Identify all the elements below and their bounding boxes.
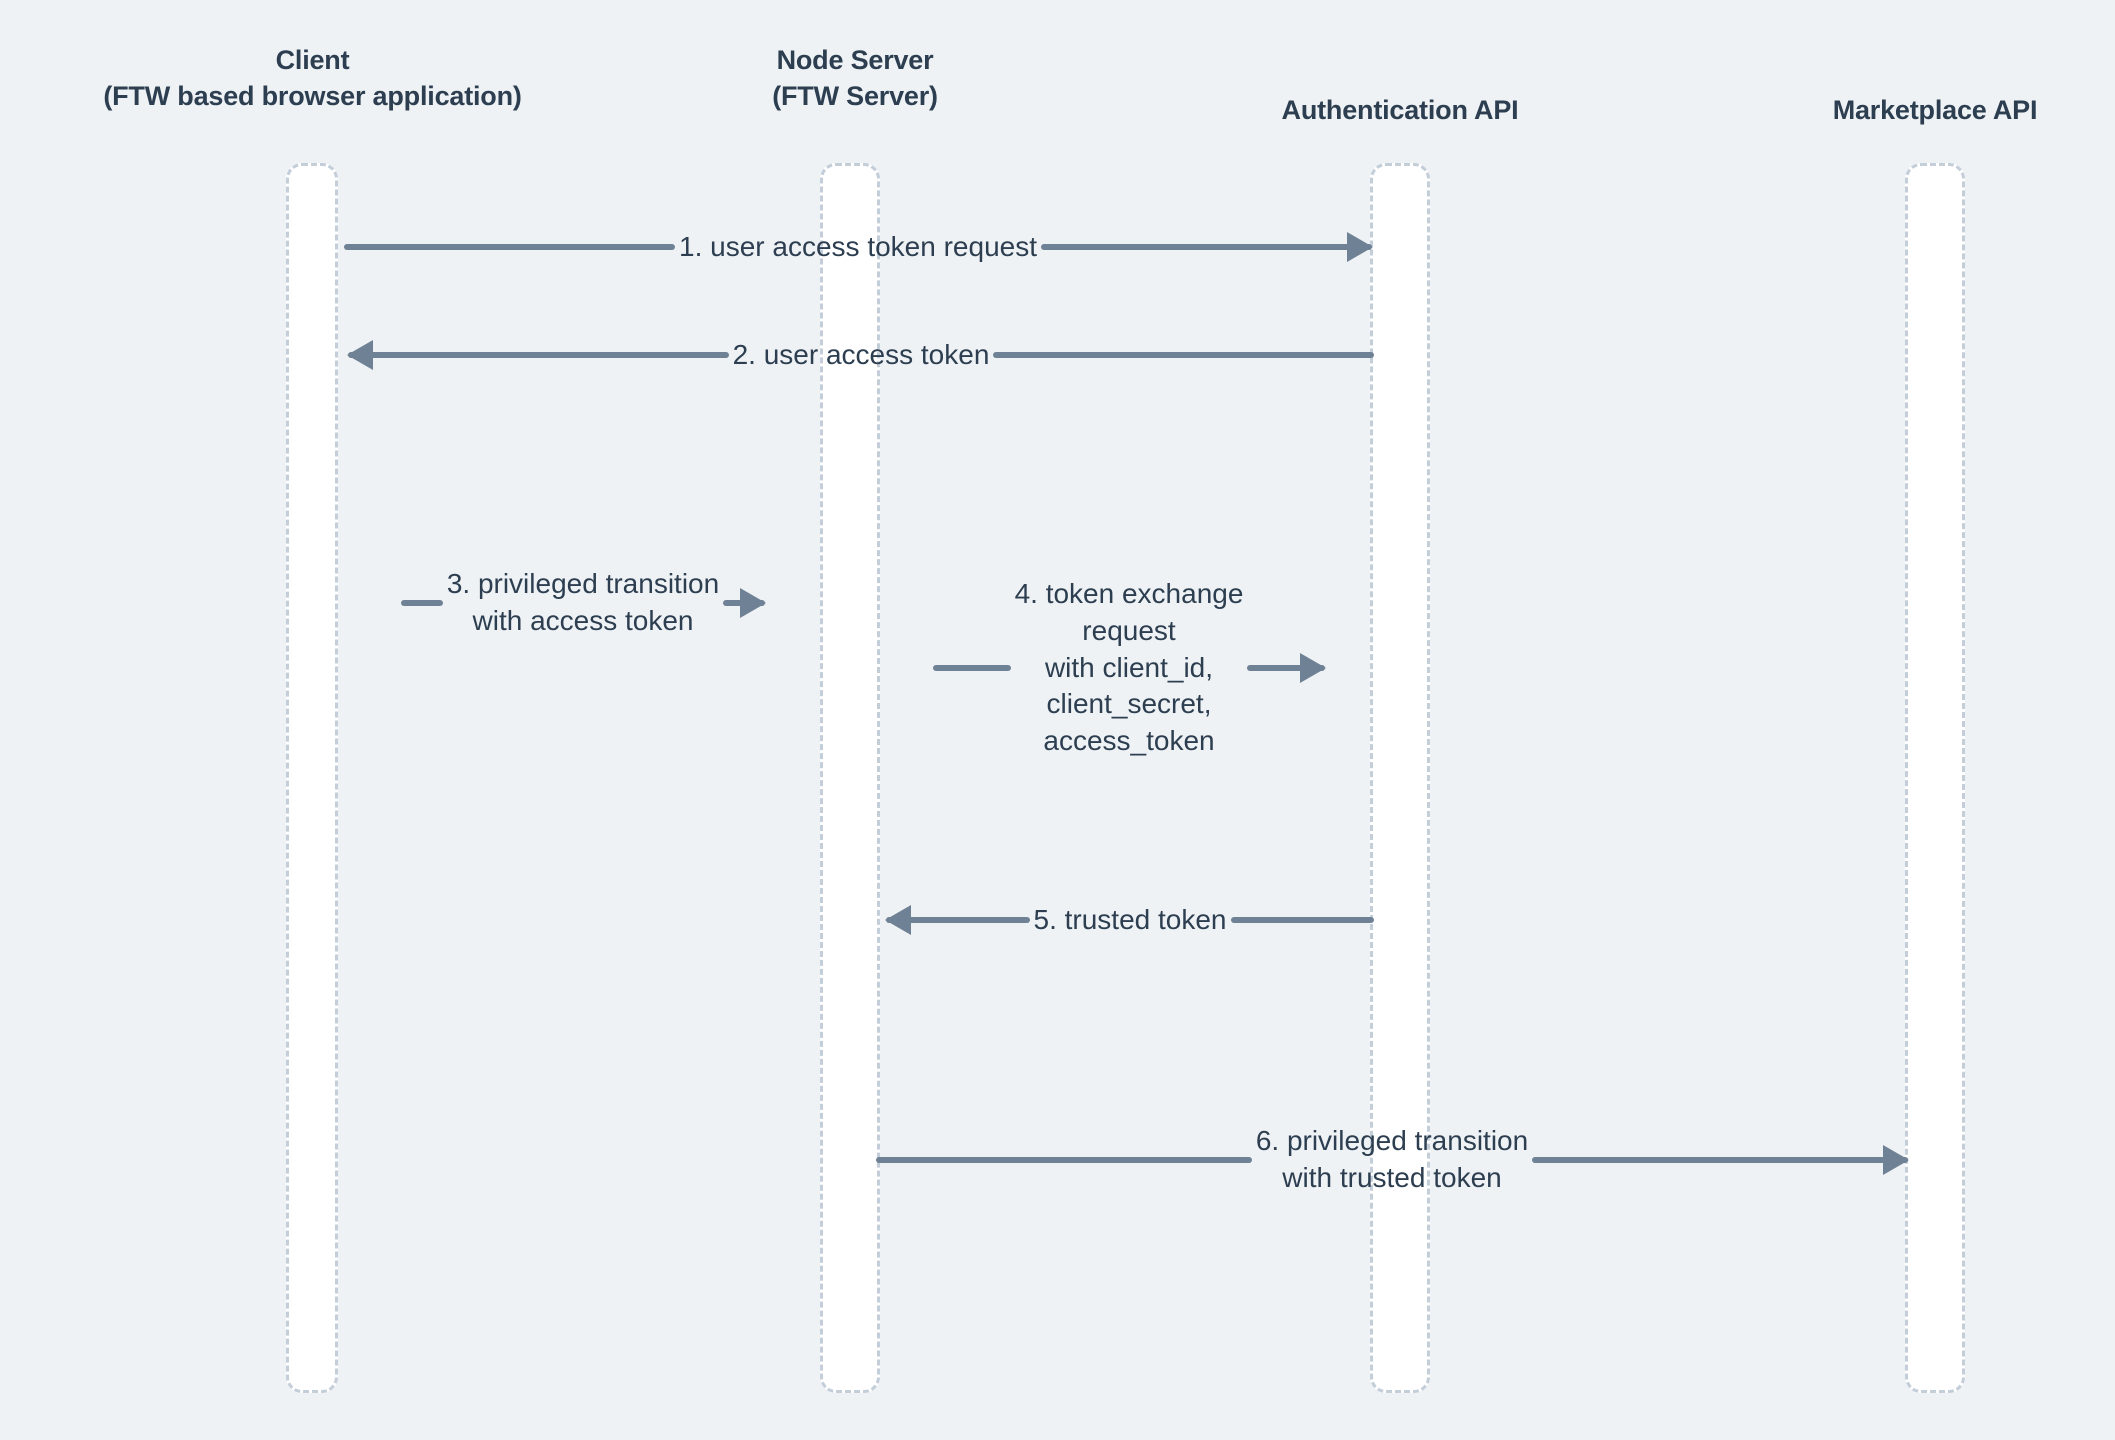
participant-title-line2: (FTW Server) xyxy=(772,81,938,112)
message-line-left xyxy=(344,244,676,250)
participant-title-line1: Marketplace API xyxy=(1832,95,2038,125)
message-line-right xyxy=(723,588,767,618)
message-label: 2. user access token xyxy=(732,338,990,370)
lifeline-marketplace-api xyxy=(1905,163,1965,1393)
arrow-right-icon xyxy=(1300,653,1327,683)
message-label: 5. trusted token xyxy=(1033,903,1227,935)
arrow-right-icon xyxy=(740,588,767,618)
participant-title-line2: (FTW based browser application) xyxy=(103,81,522,112)
message-5: 5. trusted token xyxy=(885,895,1375,945)
message-1: 1. user access token request xyxy=(344,222,1374,272)
arrow-right-icon xyxy=(1883,1145,1909,1175)
participant-header-node-server: Node Server (FTW Server) xyxy=(605,42,1105,115)
message-label: 1. user access token request xyxy=(679,230,1037,262)
message-line-left xyxy=(885,905,1030,935)
message-line-left xyxy=(932,665,1011,671)
participant-title-line1: Authentication API xyxy=(1281,95,1519,125)
participant-title-line1: Node Server xyxy=(776,45,934,75)
message-6: 6. privileged transition with trusted to… xyxy=(876,1110,1909,1210)
arrow-left-icon xyxy=(885,905,911,935)
arrow-right-icon xyxy=(1347,232,1374,262)
lifeline-node-server xyxy=(820,163,880,1393)
message-line-left xyxy=(876,1157,1252,1163)
message-line-left xyxy=(400,600,443,606)
lifeline-client xyxy=(286,163,338,1393)
arrow-left-icon xyxy=(347,340,373,370)
participant-header-marketplace-api: Marketplace API xyxy=(1685,92,2115,128)
participant-header-client: Client (FTW based browser application) xyxy=(30,42,595,115)
message-line-right xyxy=(1532,1145,1909,1175)
participant-header-auth-api: Authentication API xyxy=(1150,92,1650,128)
message-line-right xyxy=(1230,917,1375,923)
message-label: 4. token exchange request with client_id… xyxy=(1014,577,1244,757)
message-line-right xyxy=(993,352,1374,358)
message-line-right xyxy=(1041,232,1374,262)
message-line-left xyxy=(347,340,729,370)
lifeline-auth-api xyxy=(1370,163,1430,1393)
message-4: 4. token exchange request with client_id… xyxy=(886,548,1372,788)
message-line-right xyxy=(1247,653,1327,683)
message-2: 2. user access token xyxy=(347,330,1374,380)
message-label: 3. privileged transition with access tok… xyxy=(446,568,720,636)
message-3: 3. privileged transition with access tok… xyxy=(344,553,822,653)
message-label: 6. privileged transition with trusted to… xyxy=(1255,1125,1529,1193)
participant-title-line1: Client xyxy=(275,45,350,75)
